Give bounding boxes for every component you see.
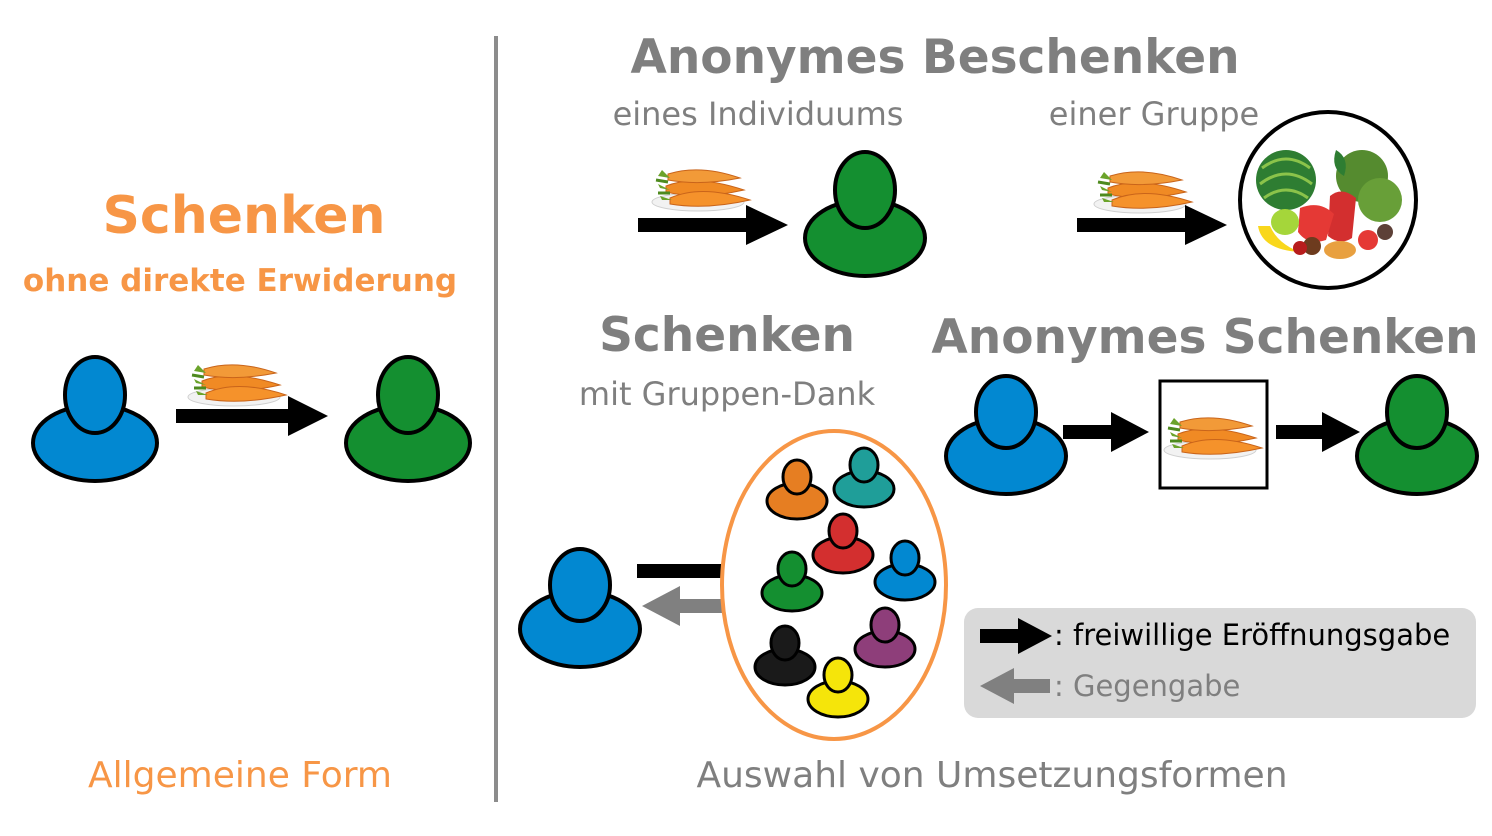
anon-individual-arrow — [638, 205, 788, 245]
anon-group-carrots-icon — [1092, 170, 1194, 215]
left-carrots-icon — [186, 363, 288, 408]
legend-black-arrow-label: : freiwillige Eröffnungsgabe — [1054, 618, 1451, 652]
legend-gray-arrow-label: : Gegengabe — [1054, 669, 1241, 703]
group-person-red — [811, 512, 875, 575]
anon-giving-giver-person — [944, 374, 1068, 496]
anon-giving-title: Anonymes Schenken — [931, 310, 1479, 365]
group-person-teal — [832, 446, 896, 509]
group-thanks-title: Schenken — [599, 308, 855, 363]
anon-gift-group-label: einer Gruppe — [1048, 95, 1260, 133]
left-subtitle: ohne direkte Erwiderung — [22, 263, 458, 299]
anon-giving-arrow-1 — [1063, 412, 1149, 452]
left-arrow — [176, 396, 328, 436]
group-person-green — [760, 550, 824, 613]
group-person-black — [753, 624, 817, 687]
group-person-yellow — [806, 656, 870, 719]
group-thanks-gray-arrow — [642, 586, 722, 626]
fruits-vegetables-icon — [1238, 110, 1418, 290]
left-title: Schenken — [102, 186, 386, 246]
anon-gift-individual-label: eines Individuums — [612, 95, 904, 133]
group-thanks-subtitle: mit Gruppen-Dank — [578, 375, 876, 413]
anon-giving-arrow-2 — [1276, 412, 1360, 452]
left-giver-person — [31, 355, 159, 483]
anon-individual-receiver-person — [803, 150, 927, 278]
group-person-orange — [765, 458, 829, 521]
anon-giving-carrots-icon — [1162, 416, 1264, 461]
group-person-purple — [853, 606, 917, 669]
anon-individual-carrots-icon — [650, 168, 752, 213]
anon-group-arrow — [1077, 205, 1227, 245]
left-receiver-person — [344, 355, 472, 483]
left-footer: Allgemeine Form — [88, 755, 392, 796]
anon-giving-receiver-person — [1355, 374, 1479, 496]
right-footer: Auswahl von Umsetzungsformen — [696, 755, 1288, 796]
group-person-blue — [873, 539, 937, 602]
anon-gift-title: Anonymes Beschenken — [630, 30, 1240, 85]
group-thanks-giver-person — [518, 547, 642, 669]
